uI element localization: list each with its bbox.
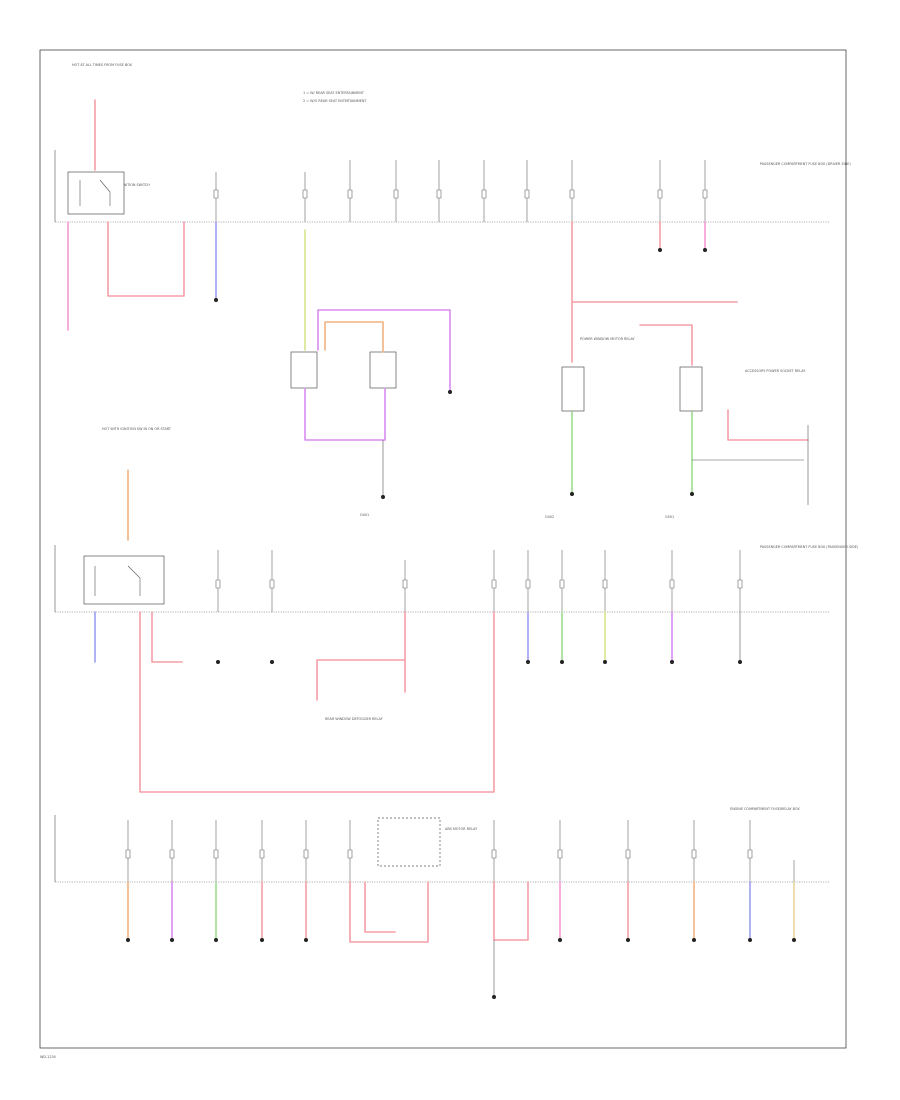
relay-box-2 xyxy=(369,351,397,389)
mid-switch-contact xyxy=(94,565,141,596)
diagram-frame xyxy=(39,49,847,1049)
relay-box-4 xyxy=(679,366,703,412)
ignition-label: IGNITION SWITCH xyxy=(120,183,150,187)
fuse-box-title-1: PASSENGER COMPARTMENT FUSE BOX (DRIVER S… xyxy=(760,162,851,166)
top-power-label: HOT AT ALL TIMES FROM FUSE BOX xyxy=(72,63,133,67)
g402-label: G402 xyxy=(545,515,554,519)
legend-line-1: 1 = W/ REAR SEAT ENTERTAINMENT xyxy=(303,91,365,95)
g501-label: G501 xyxy=(665,515,674,519)
relay-box-3 xyxy=(561,366,585,412)
g401-label: G401 xyxy=(360,513,369,517)
fuses-row-2 xyxy=(215,550,743,612)
rear-relay-label: REAR WINDOW DEFOGGER RELAY xyxy=(325,717,384,721)
footer-code: WD-1234 xyxy=(40,1055,56,1059)
fuse-box-title-2: PASSENGER COMPARTMENT FUSE BOX (PASSENGE… xyxy=(760,545,859,549)
fuses-row-3 xyxy=(125,820,795,882)
fuse-box-title-3: ENGINE COMPARTMENT FUSE/RELAY BOX xyxy=(730,807,800,811)
relay-box-5 xyxy=(377,817,441,867)
ignition-switch-contact xyxy=(79,179,111,206)
ignition-switch-box xyxy=(67,171,125,215)
mid-switch-box xyxy=(83,555,165,605)
mid-power-label: HOT WITH IGNITION SW IN ON OR START xyxy=(102,427,172,431)
ground-dots xyxy=(126,248,796,999)
abs-relay-label: ABS MOTOR RELAY xyxy=(445,827,478,831)
wires xyxy=(67,99,809,995)
motor-relay-label: POWER WINDOW MOTOR RELAY xyxy=(580,337,636,341)
legend-line-2: 2 = W/O REAR SEAT ENTERTAINMENT xyxy=(303,99,367,103)
fuses-row-1 xyxy=(213,160,708,222)
relay-box-1 xyxy=(290,351,318,389)
acc-relay-label: ACCESSORY POWER SOCKET RELAY xyxy=(745,369,806,373)
